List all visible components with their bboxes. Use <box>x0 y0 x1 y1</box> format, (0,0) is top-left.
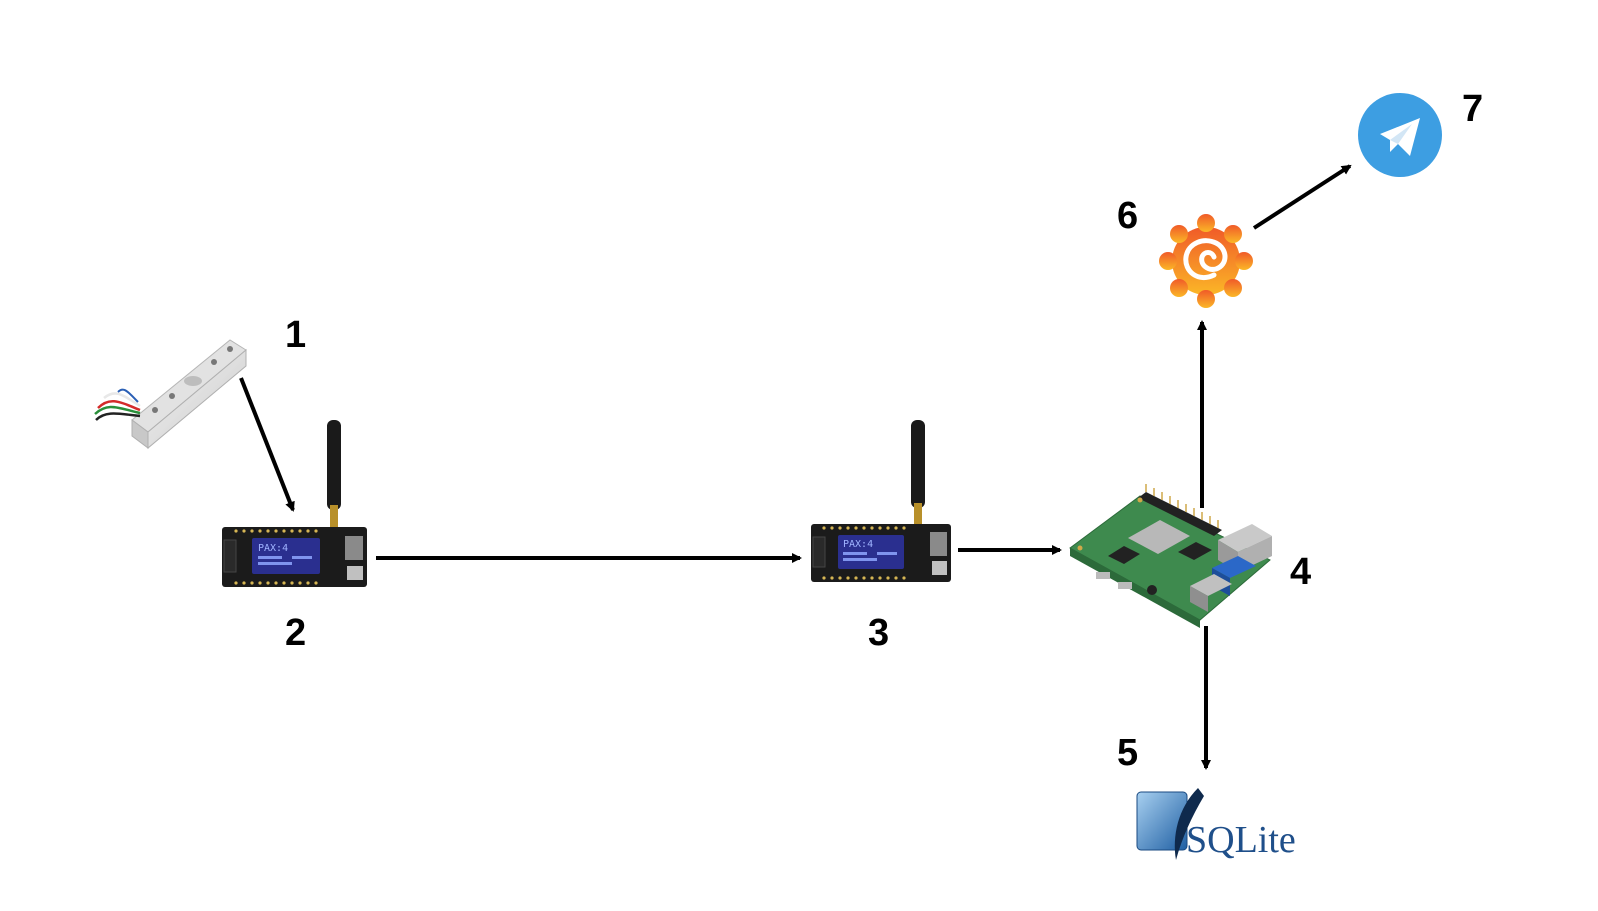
node-label-1: 1 <box>285 314 307 356</box>
node-label-5: 5 <box>1117 732 1139 774</box>
lora-board-icon-3: PAX:4 <box>811 420 951 582</box>
edges <box>239 164 1352 770</box>
grafana-logo-icon <box>1159 214 1253 308</box>
sqlite-logo-text: SQLite <box>1186 819 1296 861</box>
sqlite-logo-icon: SQLite <box>1136 788 1296 861</box>
node-label-7: 7 <box>1462 88 1484 130</box>
board-screen-text: PAX:4 <box>258 543 288 554</box>
raspberry-pi-icon <box>1069 484 1272 628</box>
node-label-2: 2 <box>285 612 307 654</box>
telegram-logo-icon <box>1358 93 1442 177</box>
node-label-6: 6 <box>1117 195 1139 237</box>
lora-board-icon-2: PAX:4 <box>222 420 367 587</box>
edge-6-7 <box>1252 164 1352 230</box>
node-label-4: 4 <box>1290 551 1312 593</box>
edge-1-2 <box>239 377 295 512</box>
node-label-3: 3 <box>868 612 890 654</box>
load-cell-icon <box>94 339 247 450</box>
board-screen-text: PAX:4 <box>843 539 873 550</box>
